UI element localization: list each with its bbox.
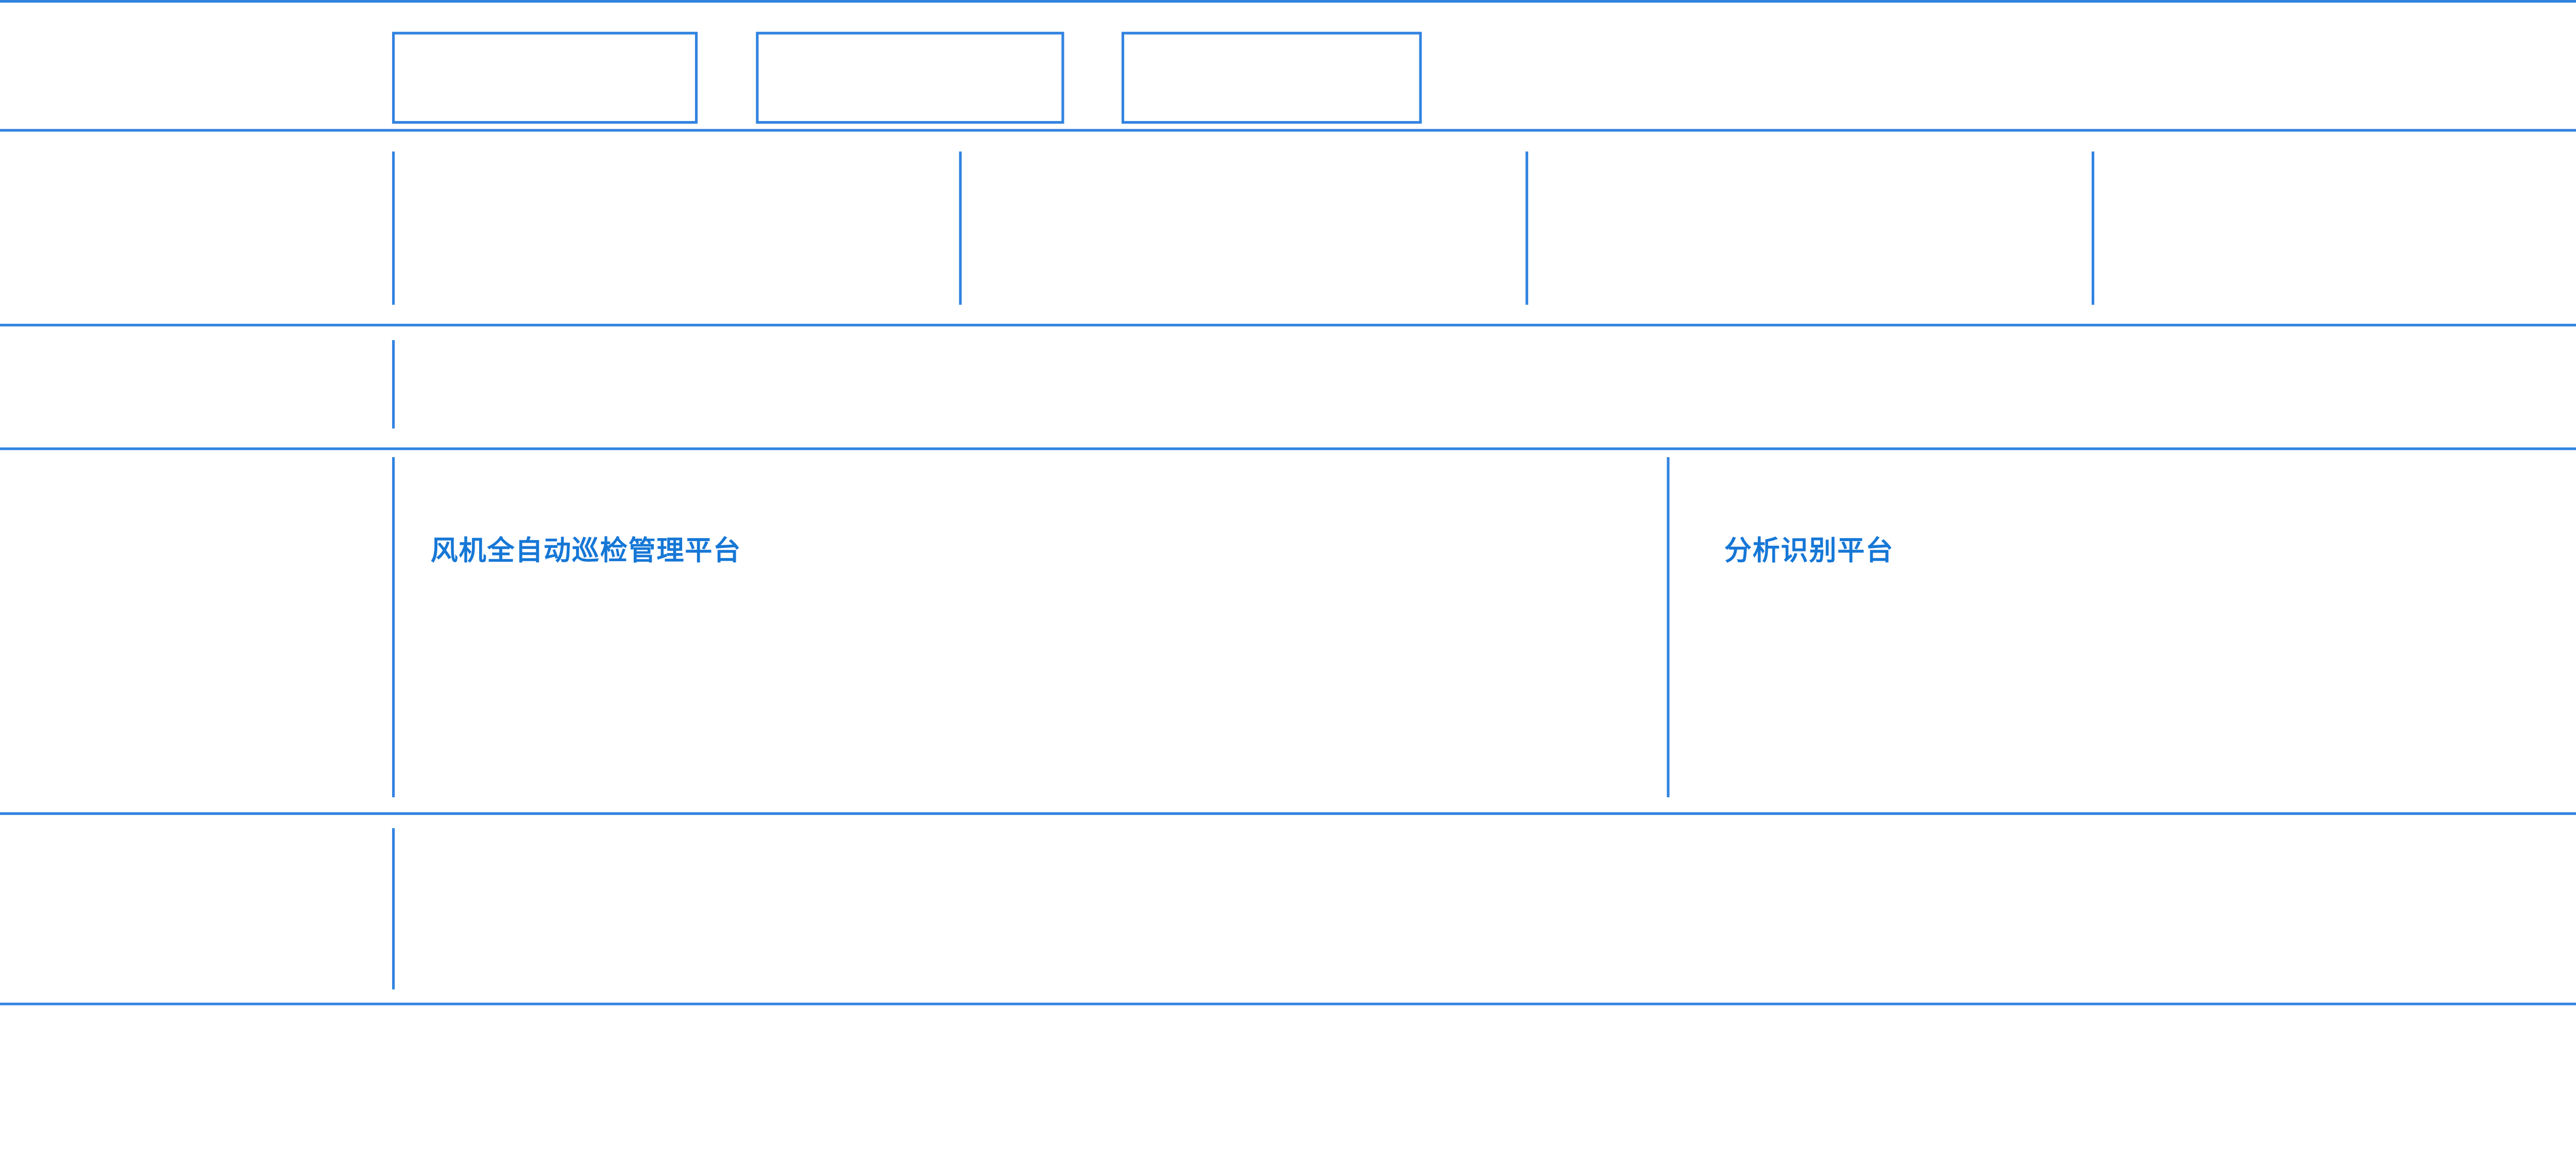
slot-box-3[interactable] <box>1121 31 1422 124</box>
horizontal-rule-top <box>0 0 2576 3</box>
wireframe-canvas: 风机全自动巡检管理平台 分析识别平台 <box>0 0 2576 1006</box>
column-divider-row4-1 <box>392 457 395 797</box>
horizontal-rule-row2 <box>0 324 2576 327</box>
column-divider-row2-3 <box>1526 151 1529 305</box>
column-divider-row3-1 <box>392 340 395 429</box>
column-divider-row5-1 <box>392 828 395 990</box>
slot-box-2[interactable] <box>756 31 1064 124</box>
column-divider-row2-4 <box>2091 151 2094 305</box>
column-divider-row2-2 <box>959 151 962 305</box>
horizontal-rule-bottom <box>0 1002 2576 1006</box>
horizontal-rule-row1 <box>0 129 2576 132</box>
horizontal-rule-row4 <box>0 812 2576 815</box>
horizontal-rule-row3 <box>0 447 2576 450</box>
section-title-fan-inspection: 风机全自动巡检管理平台 <box>430 534 741 566</box>
column-divider-row4-2 <box>1667 457 1670 797</box>
slot-box-1[interactable] <box>392 31 698 124</box>
section-title-analysis-platform: 分析识别平台 <box>1724 534 1894 566</box>
column-divider-row2-1 <box>392 151 395 305</box>
